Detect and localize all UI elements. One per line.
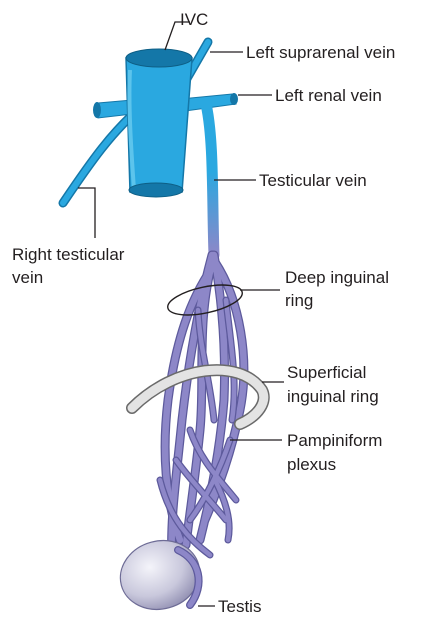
label-testis: Testis	[218, 597, 261, 616]
label-pampiniform-plexus-line2: plexus	[287, 455, 336, 474]
left-testicular-vein	[206, 104, 214, 255]
label-testicular-vein: Testicular vein	[259, 171, 367, 190]
label-deep-inguinal-ring-line2: ring	[285, 291, 313, 310]
label-left-suprarenal-vein: Left suprarenal vein	[246, 43, 395, 62]
label-right-testicular-vein-line1: Right testicular	[12, 245, 125, 264]
label-pampiniform-plexus-line1: Pampiniform	[287, 431, 382, 450]
inferior-vena-cava	[126, 58, 192, 192]
label-right-testicular-vein-line2: vein	[12, 268, 43, 287]
label-left-renal-vein: Left renal vein	[275, 86, 382, 105]
label-superficial-inguinal-ring-line2: inguinal ring	[287, 387, 379, 406]
ivc-top-opening	[126, 49, 192, 67]
leader-right-testicular	[78, 188, 95, 238]
label-superficial-inguinal-ring-line1: Superficial	[287, 363, 366, 382]
pampiniform-plexus	[160, 255, 244, 560]
label-ivc: IVC	[180, 10, 208, 29]
label-deep-inguinal-ring-line1: Deep inguinal	[285, 268, 389, 287]
ivc-bottom-opening	[129, 183, 183, 197]
